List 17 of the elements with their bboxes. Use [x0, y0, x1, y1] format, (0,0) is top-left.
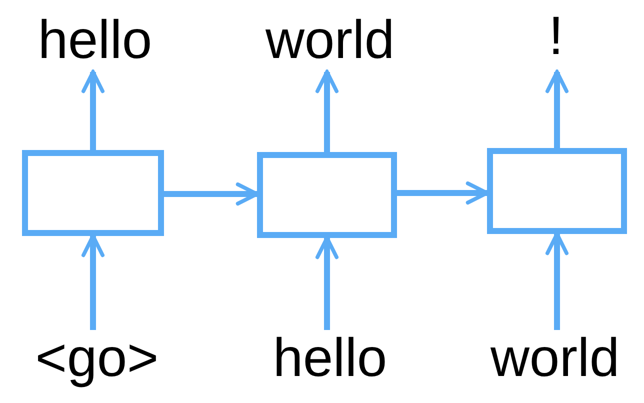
token-label: <go>	[27, 330, 167, 390]
token-label: hello	[245, 330, 415, 390]
rnn-cell-box	[22, 150, 164, 236]
token-label: !	[526, 8, 586, 72]
arrow	[545, 70, 569, 148]
arrow	[315, 236, 339, 330]
token-label: world	[470, 330, 640, 390]
arrow	[397, 181, 489, 205]
token-label: hello	[25, 12, 165, 72]
arrow	[81, 234, 105, 330]
arrow	[545, 232, 569, 330]
rnn-cell-box	[487, 148, 627, 234]
arrow	[315, 70, 339, 152]
arrow	[164, 182, 259, 206]
rnn-cell-box	[257, 152, 397, 238]
arrow	[81, 70, 105, 150]
token-label: world	[245, 12, 415, 72]
